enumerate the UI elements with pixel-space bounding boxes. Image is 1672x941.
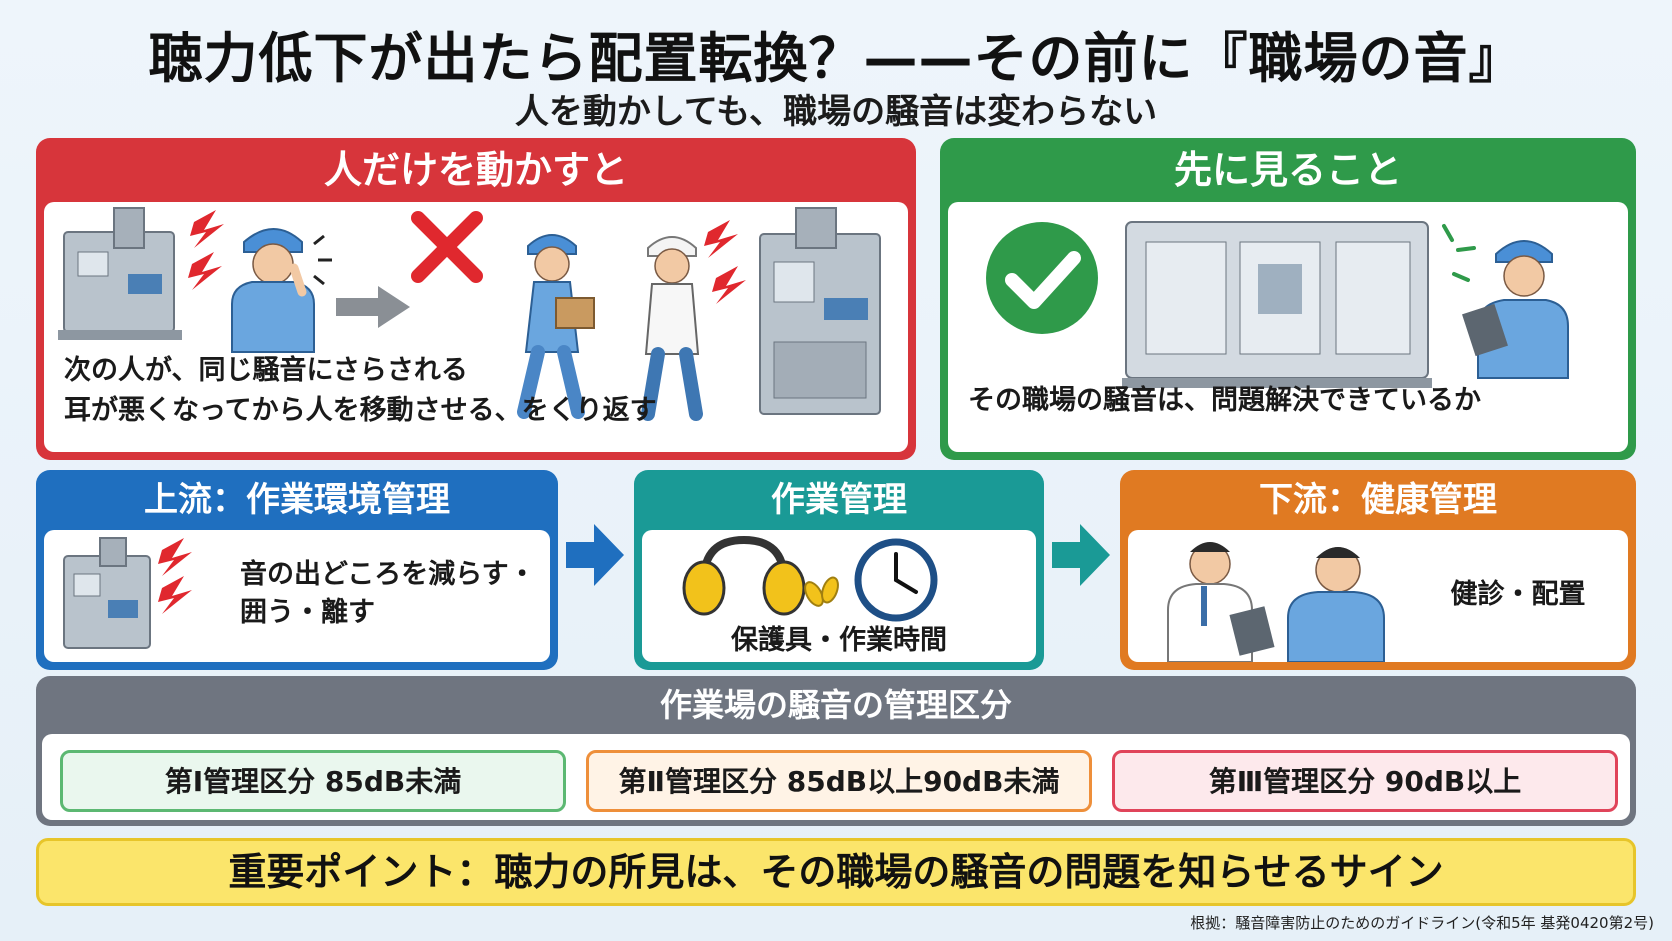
panel-work-management-heading: 作業管理 (771, 480, 907, 520)
flow-arrow-icon (566, 524, 624, 586)
earmuff-icon (682, 535, 806, 616)
panel-check-first-heading: 先に見ること (1173, 148, 1402, 192)
source-footnote: 根拠：騒音障害防止のためのガイドライン(令和5年 基発0420第2号) (1190, 914, 1654, 932)
panel-upstream: 上流：作業環境管理 音の出どころを減らす・ 囲う・離す (36, 470, 558, 670)
classification-item-3: 第Ⅲ管理区分 90dB以上 (1112, 750, 1618, 812)
inspector-icon (1462, 240, 1569, 379)
move-people-caption-2: 耳が悪くなってから人を移動させる、をくり返す (64, 395, 657, 426)
next-worker-icon (641, 236, 703, 421)
check-first-illustration (986, 221, 1569, 388)
clock-icon (854, 538, 938, 622)
panel-upstream-heading: 上流：作業環境管理 (144, 480, 450, 520)
key-point-banner: 重要ポイント：聴力の所見は、その職場の騒音の問題を知らせるサイン (36, 838, 1636, 906)
panel-downstream-heading: 下流：健康管理 (1259, 480, 1497, 520)
check-first-caption: その職場の騒音は、問題解決できているか (968, 385, 1481, 416)
page-subtitle: 人を動かしても、職場の騒音は変わらない (514, 92, 1158, 132)
work-management-caption: 保護具・作業時間 (731, 625, 947, 656)
machine-icon (58, 207, 182, 340)
page-title: 聴力低下が出たら配置転換？——その前に『職場の音』 (148, 27, 1524, 90)
noise-bolt-icon (158, 538, 192, 614)
check-circle-icon (986, 222, 1098, 334)
move-people-caption-1: 次の人が、同じ騒音にさらされる (64, 355, 468, 386)
panel-upstream-body: 音の出どころを減らす・ 囲う・離す (44, 530, 550, 662)
panel-downstream: 下流：健康管理 健診・配置 (1120, 470, 1636, 670)
work-management-illustration (682, 535, 938, 622)
machine-icon (63, 537, 151, 649)
panel-check-first-body: その職場の騒音は、問題解決できているか (948, 202, 1628, 452)
sound-lines-icon (1442, 224, 1476, 282)
arrow-right-icon (336, 286, 410, 328)
soundproof-enclosure-icon (1122, 221, 1432, 388)
panel-move-people: 人だけを動かすと (36, 138, 916, 460)
noise-classification-heading: 作業場の騒音の管理区分 (659, 686, 1012, 724)
panel-move-people-heading: 人だけを動かすと (323, 148, 628, 192)
machine-icon (759, 207, 881, 415)
sound-lines-icon (313, 234, 332, 286)
panel-check-first: 先に見ること その職 (940, 138, 1636, 460)
patient-icon (1287, 547, 1385, 662)
noise-bolt-icon (704, 220, 746, 304)
panel-move-people-body: 次の人が、同じ騒音にさらされる 耳が悪くなってから人を移動させる、をくり返す (44, 202, 908, 452)
walking-worker-icon (517, 234, 595, 419)
upstream-illustration (63, 537, 192, 649)
classification-item-2: 第Ⅱ管理区分 85dB以上90dB未満 (586, 750, 1092, 812)
classification-item-1: 第Ⅰ管理区分 85dB未満 (60, 750, 566, 812)
downstream-caption: 健診・配置 (1450, 579, 1586, 610)
noise-classification-body: 第Ⅰ管理区分 85dB未満 第Ⅱ管理区分 85dB以上90dB未満 第Ⅲ管理区分… (42, 734, 1630, 820)
panel-work-management: 作業管理 保護具・作業時間 (634, 470, 1044, 670)
downstream-illustration (1167, 542, 1385, 662)
upstream-caption-1: 音の出どころを減らす・ (240, 559, 536, 590)
cross-icon (411, 211, 483, 283)
panel-work-management-body: 保護具・作業時間 (642, 530, 1036, 662)
worker-icon (231, 228, 315, 353)
flow-arrow-icon (1052, 524, 1110, 586)
noise-classification-section: 作業場の騒音の管理区分 第Ⅰ管理区分 85dB未満 第Ⅱ管理区分 85dB以上9… (36, 676, 1636, 826)
upstream-caption-2: 囲う・離す (240, 597, 375, 628)
move-people-illustration (58, 207, 881, 421)
doctor-icon (1167, 542, 1275, 662)
noise-bolt-icon (188, 210, 224, 290)
panel-downstream-body: 健診・配置 (1128, 530, 1628, 662)
earplug-icon (804, 576, 839, 607)
